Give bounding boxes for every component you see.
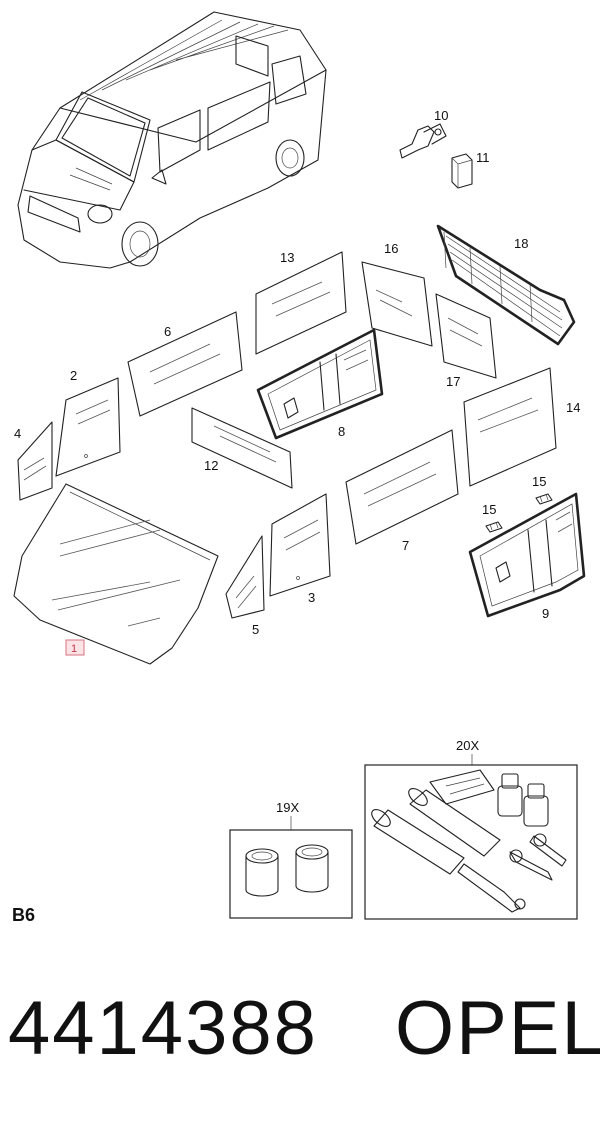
part-number: 4414388: [8, 986, 318, 1071]
part-16-glass: [361, 261, 433, 347]
label-part-9: 9: [542, 606, 549, 621]
label-part-5: 5: [252, 622, 259, 637]
part-6-glass: [127, 311, 243, 417]
label-part-16: 16: [384, 241, 398, 256]
label-part-10: 10: [434, 108, 448, 123]
label-part-1: 1: [71, 643, 77, 655]
label-part-2: 2: [70, 368, 77, 383]
label-part-7: 7: [402, 538, 409, 553]
part-15-clip-lower: [485, 521, 503, 533]
label-part-6: 6: [164, 324, 171, 339]
brand-name: OPEL: [395, 986, 600, 1071]
part-15-clip-upper: [535, 493, 553, 505]
parts-diagram: 10 11 18 16 17 13 8 6: [13, 11, 586, 920]
part-19x-spacer-set: [229, 829, 353, 919]
label-part-19x: 19X: [276, 800, 299, 815]
van-illustration: [17, 11, 327, 269]
part-4-glass: [17, 421, 53, 501]
label-part-14: 14: [566, 400, 580, 415]
part-7-glass: [345, 429, 459, 545]
label-part-18: 18: [514, 236, 528, 251]
part-13-glass: [255, 251, 347, 355]
part-10-bracket: [399, 123, 447, 159]
part-1-windscreen: [13, 483, 219, 665]
part-5-glass: [225, 535, 265, 619]
part-17-glass: [435, 293, 497, 379]
part-20x-adhesive-kit: [364, 764, 578, 920]
label-part-13: 13: [280, 250, 294, 265]
label-part-3: 3: [308, 590, 315, 605]
label-part-8: 8: [338, 424, 345, 439]
label-part-15-upper: 15: [532, 474, 546, 489]
part-12-glass: [191, 407, 293, 489]
part-8-sliding-window: [256, 328, 384, 440]
label-part-20x: 20X: [456, 738, 479, 753]
section-code: B6: [12, 905, 36, 925]
label-part-11: 11: [476, 150, 490, 165]
part-11-block: [451, 153, 473, 189]
part-3-glass: [269, 493, 331, 597]
part-9-sliding-window: [468, 492, 586, 618]
label-part-12: 12: [204, 458, 218, 473]
label-part-17: 17: [446, 374, 460, 389]
part-14-glass: [463, 367, 557, 487]
label-part-4: 4: [14, 426, 21, 441]
part-2-glass: [55, 377, 121, 477]
part-18-rear-window: [436, 224, 576, 346]
label-part-15-lower: 15: [482, 502, 496, 517]
label-part-1-highlight: 1: [65, 639, 85, 656]
